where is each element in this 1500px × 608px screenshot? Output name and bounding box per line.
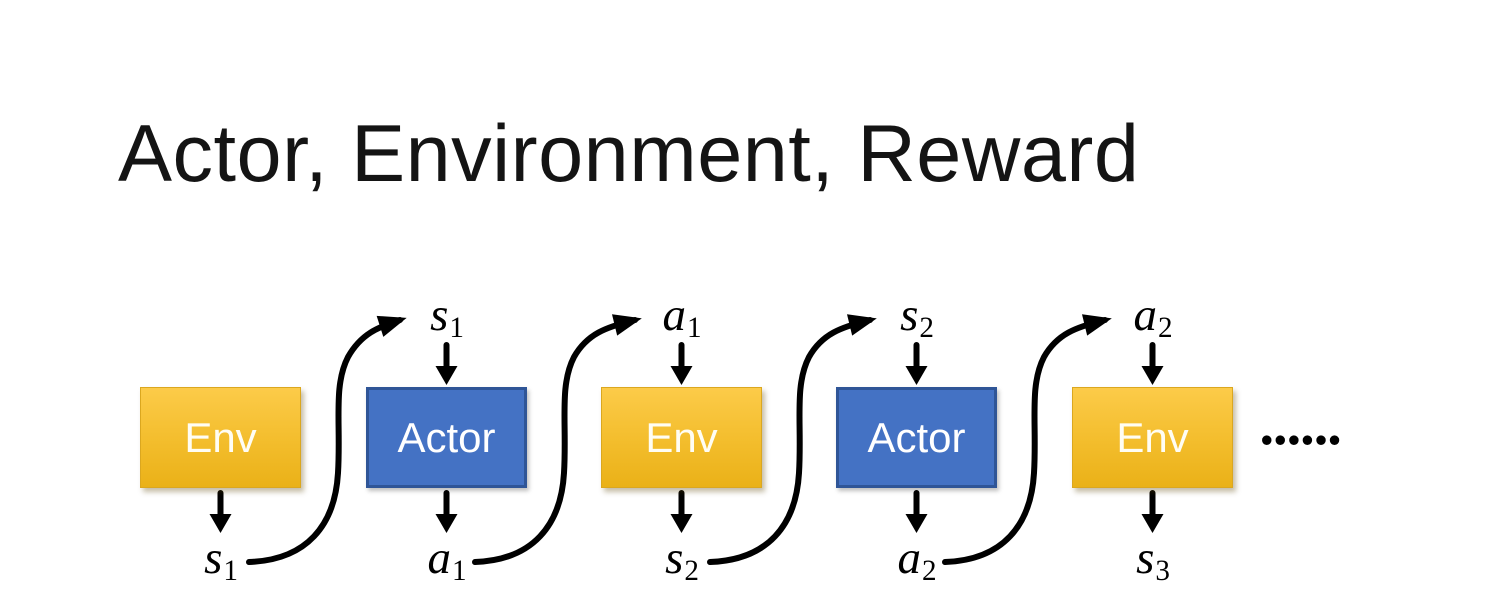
down-arrow-bottom-actor2 (905, 490, 928, 533)
env-box-3: Env (1072, 387, 1233, 488)
actor-box-2: Actor (836, 387, 997, 488)
var-subscript: 1 (451, 554, 467, 587)
curve-arrow-s2 (707, 314, 877, 565)
actor-box-1-label: Actor (397, 413, 496, 461)
var-subscript: 3 (1155, 554, 1170, 587)
down-arrow-top-env3 (1141, 342, 1164, 385)
var-symbol: s (900, 289, 919, 341)
state-label-s1-bottom: s1 (171, 535, 271, 586)
curve-arrow-s1 (246, 315, 407, 565)
var-symbol: a (897, 532, 921, 584)
var-subscript: 2 (1157, 311, 1173, 344)
state-label-s2-bottom: s2 (632, 535, 732, 586)
action-label-a2-bottom: a2 (867, 535, 967, 586)
down-arrow-top-actor1 (435, 342, 458, 385)
env-box-2-label: Env (645, 413, 718, 461)
var-symbol: a (1133, 289, 1157, 341)
state-label-s2-top: s2 (867, 292, 967, 343)
var-symbol: s (1136, 532, 1155, 584)
down-arrow-bottom-actor1 (435, 490, 458, 533)
state-label-s3-bottom: s3 (1103, 535, 1203, 586)
actor-box-2-label: Actor (867, 413, 966, 461)
var-symbol: a (427, 532, 451, 584)
continuation-dots: •••••• (1261, 421, 1343, 458)
env-box-3-label: Env (1116, 413, 1189, 461)
down-arrow-top-env2 (670, 342, 693, 385)
down-arrow-bottom-env2 (670, 490, 693, 533)
down-arrow-top-actor2 (905, 342, 928, 385)
actor-box-1: Actor (366, 387, 527, 488)
var-symbol: a (662, 289, 686, 341)
var-subscript: 2 (684, 554, 699, 587)
down-arrow-bottom-env3 (1141, 490, 1164, 533)
env-box-2: Env (601, 387, 762, 488)
var-symbol: s (665, 532, 684, 584)
action-label-a2-top: a2 (1103, 292, 1203, 343)
curve-arrow-a2 (942, 314, 1112, 565)
var-subscript: 2 (921, 554, 937, 587)
var-symbol: s (204, 532, 223, 584)
page-title: Actor, Environment, Reward (118, 109, 1140, 199)
env-box-1-label: Env (184, 413, 257, 461)
down-arrow-bottom-env1 (209, 490, 232, 533)
action-label-a1-bottom: a1 (397, 535, 497, 586)
env-box-1: Env (140, 387, 301, 488)
var-subscript: 1 (223, 554, 238, 587)
state-label-s1-top: s1 (397, 292, 497, 343)
action-label-a1-top: a1 (632, 292, 732, 343)
var-subscript: 1 (449, 311, 464, 344)
var-subscript: 2 (919, 311, 934, 344)
curve-arrow-a1 (472, 314, 642, 565)
var-subscript: 1 (686, 311, 702, 344)
var-symbol: s (430, 289, 449, 341)
